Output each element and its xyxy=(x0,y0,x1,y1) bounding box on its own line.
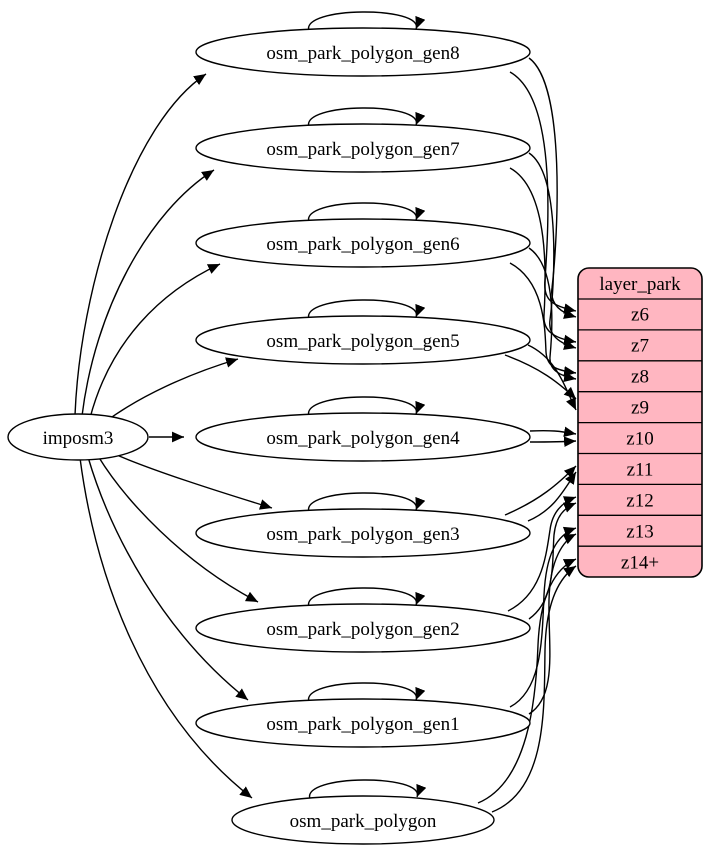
layer-row-z11: z11 xyxy=(627,460,654,481)
layer-park-table: layer_park z6 z7 z8 z9 z10 z11 z12 z13 z… xyxy=(577,267,703,578)
gen6-ellipse xyxy=(195,218,531,268)
gen4-label: osm_park_polygon_gen4 xyxy=(266,428,460,449)
edge-imposm3-gen5 xyxy=(104,357,239,423)
self-loop-gen6 xyxy=(308,202,426,223)
edge-gen8-z6-b xyxy=(528,57,577,319)
edge-imposm3-gen3 xyxy=(109,451,273,510)
edge-gen8-z6-a xyxy=(509,71,577,314)
gen3-label: osm_park_polygon_gen3 xyxy=(266,524,459,545)
node-osm-park-polygon-gen3: osm_park_polygon_gen3 xyxy=(195,508,531,558)
node-osm-park-polygon-gen8: osm_park_polygon_gen8 xyxy=(195,27,531,77)
edge-gen6-z8-b xyxy=(528,247,577,383)
edge-gen4-z10-b xyxy=(529,436,577,448)
gen5-ellipse xyxy=(195,315,531,365)
layer-row-z12: z12 xyxy=(626,491,653,512)
edges-tables-to-layer xyxy=(477,57,577,813)
edge-imposm3-gen2 xyxy=(97,455,259,603)
layer-row-z7: z7 xyxy=(631,336,649,357)
gen3-ellipse xyxy=(195,508,531,558)
node-osm-park-polygon-gen7: osm_park_polygon_gen7 xyxy=(195,123,531,173)
imposm3-label: imposm3 xyxy=(43,428,114,449)
edge-polygon-z14-b xyxy=(491,565,577,813)
layer-row-z9: z9 xyxy=(631,398,649,419)
layer-row-z14: z14+ xyxy=(621,553,659,574)
edge-gen7-z7-b xyxy=(528,152,577,350)
node-osm-park-polygon-gen5: osm_park_polygon_gen5 xyxy=(195,315,531,365)
gen2-ellipse xyxy=(195,603,531,653)
self-loop-gen4 xyxy=(308,396,426,417)
node-imposm3: imposm3 xyxy=(7,413,149,461)
edge-gen1-z13-a xyxy=(509,526,577,708)
layer-row-z6: z6 xyxy=(631,305,649,326)
layer-row-z10: z10 xyxy=(626,429,653,450)
self-loop-gen5 xyxy=(308,299,426,320)
edges-imposm3-to-tables xyxy=(74,73,273,799)
edge-gen2-z12-a xyxy=(507,496,577,612)
gen1-label: osm_park_polygon_gen1 xyxy=(266,714,459,735)
gen8-label: osm_park_polygon_gen8 xyxy=(266,43,459,64)
edge-polygon-z14-a xyxy=(477,558,577,804)
self-loop-edges xyxy=(308,11,427,800)
edge-gen6-z8-a xyxy=(509,262,577,377)
gen1-ellipse xyxy=(195,698,531,748)
node-osm-park-polygon-gen1: osm_park_polygon_gen1 xyxy=(195,698,531,748)
edge-gen3-z11-b xyxy=(527,471,577,522)
self-loop-gen1 xyxy=(308,682,426,703)
edge-imposm3-gen1 xyxy=(87,456,249,701)
gen2-label: osm_park_polygon_gen2 xyxy=(266,619,459,640)
edge-gen4-z10-a xyxy=(529,426,577,438)
layer-row-z8: z8 xyxy=(631,367,649,388)
layer-park-title: layer_park xyxy=(599,274,681,295)
gen4-ellipse xyxy=(195,412,531,462)
node-osm-park-polygon-gen6: osm_park_polygon_gen6 xyxy=(195,218,531,268)
edge-imposm3-polygon xyxy=(79,457,253,799)
edge-imposm3-gen7 xyxy=(81,169,215,417)
edge-imposm3-gen6 xyxy=(89,263,221,419)
edge-gen5-z9-a xyxy=(504,354,577,400)
self-loop-gen3 xyxy=(308,492,426,513)
self-loop-gen7 xyxy=(308,107,426,128)
gen6-label: osm_park_polygon_gen6 xyxy=(266,234,459,255)
gen7-label: osm_park_polygon_gen7 xyxy=(266,139,459,160)
self-loop-gen8 xyxy=(308,11,426,32)
layer-row-z13: z13 xyxy=(626,522,653,543)
node-osm-park-polygon-gen4: osm_park_polygon_gen4 xyxy=(195,412,531,462)
self-loop-polygon xyxy=(309,779,427,800)
edge-gen3-z11-a xyxy=(504,465,577,516)
self-loop-gen2 xyxy=(308,587,426,608)
gen5-label: osm_park_polygon_gen5 xyxy=(266,331,459,352)
polygon-ellipse xyxy=(231,795,495,845)
edge-imposm3-gen8 xyxy=(74,73,207,416)
node-osm-park-polygon: osm_park_polygon xyxy=(231,795,495,845)
edge-gen5-z9-b xyxy=(527,344,577,411)
imposm3-ellipse xyxy=(7,413,149,461)
gen8-ellipse xyxy=(195,27,531,77)
gen7-ellipse xyxy=(195,123,531,173)
node-osm-park-polygon-gen2: osm_park_polygon_gen2 xyxy=(195,603,531,653)
polygon-label: osm_park_polygon xyxy=(290,811,437,832)
